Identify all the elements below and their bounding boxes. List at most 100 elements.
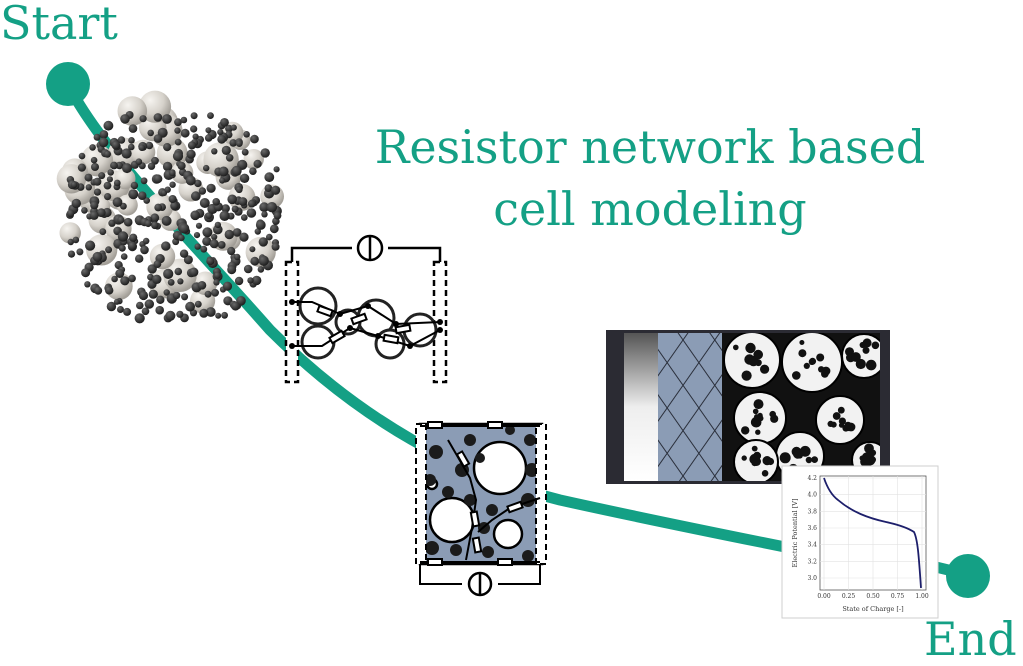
additive-particle [162, 216, 172, 226]
additive-particle [222, 146, 231, 155]
additive-particle [147, 130, 154, 137]
particle-pore [767, 458, 774, 465]
additive-particle [81, 268, 90, 277]
additive-particle [188, 141, 196, 149]
additive-particle [154, 174, 163, 183]
plot-xtick-label: 0.75 [891, 593, 905, 600]
additive-particle [107, 169, 114, 176]
additive-particle [240, 174, 249, 183]
additive-particle [261, 211, 267, 217]
additive-particle [199, 309, 208, 318]
additive-particle [79, 153, 86, 160]
additive-particle [205, 127, 211, 133]
additive-particle [239, 233, 248, 242]
additive-particle [267, 202, 277, 212]
additive-particle [223, 282, 232, 291]
additive-particle [254, 160, 262, 168]
additive-particle [117, 306, 124, 313]
additive-particle [168, 279, 175, 286]
additive-particle [212, 198, 220, 206]
particle-pore [839, 423, 844, 428]
additive-particle [152, 275, 161, 284]
plot-xtick-label: 0.50 [866, 593, 880, 600]
additive-particle [113, 197, 123, 207]
additive-particle [226, 154, 234, 162]
additive-particle [94, 134, 101, 141]
additive-particle [112, 141, 121, 150]
additive-particle [118, 231, 128, 241]
particle-pore [799, 340, 804, 345]
additive-particle [104, 151, 111, 158]
additive-particle [85, 241, 95, 251]
additive-particle [236, 186, 243, 193]
additive-particle [151, 222, 159, 230]
particle-pore [742, 455, 747, 460]
additive-particle [249, 246, 255, 252]
additive-particle [234, 254, 240, 260]
particle-pore [793, 452, 798, 457]
particle-pore [745, 343, 755, 353]
additive-particle [143, 238, 149, 244]
particle-pore [804, 363, 810, 369]
cell-cross-section [606, 330, 890, 484]
additive-particle [179, 223, 189, 233]
additive-particle [227, 265, 236, 274]
additive-particle [217, 135, 226, 144]
particle-pore [851, 352, 861, 362]
additive-particle [236, 140, 243, 147]
additive-particle [274, 166, 280, 172]
additive-particle [122, 148, 132, 158]
additive-particle [187, 150, 196, 159]
additive-particle [181, 129, 190, 138]
particle-pore [755, 430, 760, 435]
plot-ytick-label: 3.8 [807, 508, 817, 515]
additive-particle [241, 214, 248, 221]
additive-particle [115, 269, 124, 278]
additive-particle [169, 170, 176, 177]
additive-particle [121, 253, 128, 260]
additive-particle [90, 201, 98, 209]
additive-particle [139, 291, 148, 300]
additive-particle [135, 313, 145, 323]
additive-particle [165, 187, 171, 193]
end-node [946, 554, 990, 598]
additive-particle [114, 180, 121, 187]
additive-particle [67, 210, 75, 218]
additive-particle [90, 211, 99, 220]
additive-particle [78, 164, 86, 172]
particle-pore [762, 470, 769, 477]
particle-pore [749, 454, 760, 465]
additive-particle [161, 241, 170, 250]
additive-particle [190, 211, 200, 221]
additive-particle [145, 220, 152, 227]
additive-particle [220, 118, 229, 127]
plot-ylabel: Electric Potential [V] [791, 499, 799, 568]
particle-pore [809, 359, 815, 365]
additive-particle [94, 189, 101, 196]
additive-particle [207, 112, 214, 119]
additive-particle [173, 151, 183, 161]
start-node [46, 62, 90, 106]
additive-particle [266, 234, 273, 241]
additive-particle [213, 279, 219, 285]
additive-particle [217, 129, 223, 135]
plot-ytick-label: 3.6 [807, 525, 817, 532]
additive-particle [128, 137, 135, 144]
additive-particle [219, 167, 229, 177]
additive-particle [68, 251, 75, 258]
additive-particle [215, 222, 221, 228]
additive-particle [98, 172, 105, 179]
additive-particle [140, 115, 147, 122]
additive-particle [244, 265, 253, 274]
additive-particle [180, 250, 188, 258]
additive-particle [104, 182, 112, 190]
particle-pore [800, 446, 811, 457]
additive-particle [141, 177, 148, 184]
additive-particle [190, 125, 197, 132]
additive-particle [195, 301, 202, 308]
particle-pore [870, 457, 876, 463]
additive-particle [173, 292, 180, 299]
additive-particle [169, 182, 175, 188]
